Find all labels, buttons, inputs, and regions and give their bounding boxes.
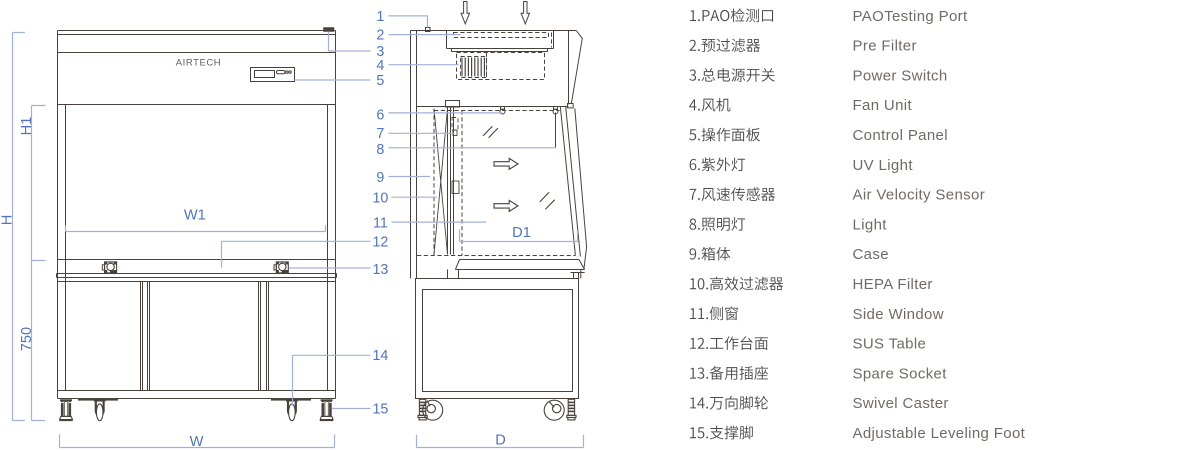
svg-text:3: 3 <box>376 44 384 60</box>
svg-text:14: 14 <box>372 348 388 364</box>
svg-text:4: 4 <box>376 58 384 74</box>
svg-text:750: 750 <box>19 327 35 351</box>
svg-text:7: 7 <box>376 126 384 142</box>
svg-text:Side Window: Side Window <box>853 306 944 323</box>
svg-text:Pre Filter: Pre Filter <box>853 38 917 55</box>
svg-text:Fan Unit: Fan Unit <box>853 97 913 114</box>
svg-text:HEPA Filter: HEPA Filter <box>853 276 933 293</box>
svg-text:Control Panel: Control Panel <box>853 127 948 144</box>
svg-text:SUS Table: SUS Table <box>853 336 927 353</box>
svg-text:W1: W1 <box>184 208 206 224</box>
svg-text:Air Velocity Sensor: Air Velocity Sensor <box>853 187 986 204</box>
svg-text:W: W <box>190 434 204 450</box>
svg-text:H: H <box>0 215 15 226</box>
svg-text:11: 11 <box>373 216 388 232</box>
svg-text:D1: D1 <box>512 225 531 241</box>
svg-text:2: 2 <box>376 27 384 43</box>
svg-text:Light: Light <box>853 216 888 233</box>
svg-text:12: 12 <box>372 235 388 251</box>
svg-text:8: 8 <box>376 142 384 158</box>
svg-text:6: 6 <box>376 108 384 124</box>
svg-text:UV Light: UV Light <box>853 157 914 174</box>
svg-text:D: D <box>495 432 506 448</box>
svg-text:13: 13 <box>372 262 388 278</box>
svg-text:Spare Socket: Spare Socket <box>853 365 948 382</box>
svg-text:9: 9 <box>376 170 384 186</box>
svg-text:PAOTesting Port: PAOTesting Port <box>853 8 969 25</box>
svg-text:15: 15 <box>372 402 388 418</box>
svg-text:1: 1 <box>376 9 384 25</box>
svg-text:Case: Case <box>853 246 889 263</box>
svg-text:Adjustable Leveling Foot: Adjustable Leveling Foot <box>853 425 1026 442</box>
svg-text:Power Switch: Power Switch <box>853 67 948 84</box>
svg-text:10: 10 <box>372 191 388 207</box>
svg-text:Swivel Caster: Swivel Caster <box>853 395 949 412</box>
svg-text:H1: H1 <box>19 117 35 136</box>
svg-text:AIRTECH: AIRTECH <box>176 57 221 68</box>
svg-text:5: 5 <box>376 73 384 89</box>
